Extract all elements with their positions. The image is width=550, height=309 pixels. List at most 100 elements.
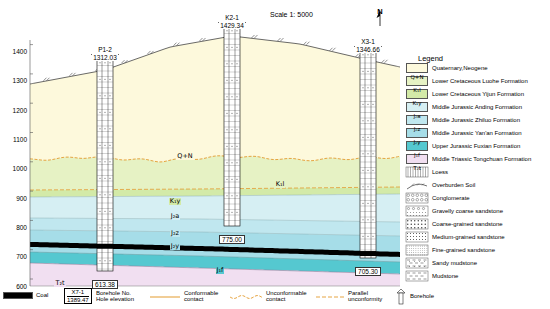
- pattern-dot: [419, 266, 421, 268]
- surface-mark: [122, 60, 125, 63]
- borehole-column: [224, 23, 240, 226]
- pattern-dash: [424, 260, 427, 261]
- pattern-ring: [425, 198, 428, 201]
- formation-code: J₂a: [170, 213, 181, 220]
- axis-tick: [30, 103, 33, 104]
- lithology-dot: [368, 153, 369, 154]
- lithology-dot: [227, 195, 228, 196]
- pattern-dot: [411, 224, 412, 225]
- pattern-dot: [408, 250, 410, 252]
- lithology-line: [224, 116, 240, 117]
- lithology-dot: [100, 79, 101, 80]
- pattern-dot: [422, 233, 423, 234]
- lithology-dot: [105, 128, 106, 129]
- label-slot: Scale 1: 5000: [270, 3, 313, 21]
- legend-swatch: [3, 292, 33, 299]
- text-slot: 1429.34: [206, 14, 258, 32]
- hole-bottom-elevation: 705.30: [355, 267, 381, 276]
- lithology-line: [360, 151, 376, 152]
- legend-text: Middle Jurassic Yan'an Formation: [432, 130, 522, 137]
- lithology-line: [360, 244, 376, 245]
- stratum-boundary: [30, 156, 400, 162]
- lithology-line: [360, 228, 376, 229]
- lithology-dot: [373, 137, 374, 138]
- parallel-sample: [316, 297, 344, 298]
- hole-elevation: 1389.47: [67, 296, 89, 304]
- lithology-dot: [100, 112, 101, 113]
- legend-slot: Lower Cretaceous Luohe Formation: [432, 78, 528, 85]
- pattern-dot: [421, 224, 422, 225]
- lithology-line: [224, 171, 240, 172]
- label-slot: J₂y: [406, 130, 428, 148]
- loess-line: [425, 167, 426, 177]
- pattern-dot: [425, 233, 426, 234]
- lithology-line: [97, 170, 113, 171]
- lithology-line: [360, 68, 376, 69]
- pattern-dot: [422, 236, 423, 237]
- lithology-line: [360, 63, 376, 64]
- borehole: K2-11429.34775.00: [206, 6, 258, 237]
- lithology-dot: [100, 95, 101, 96]
- lithology-dot: [100, 161, 101, 162]
- lithology-dot: [363, 87, 364, 88]
- lithology-dot: [373, 153, 374, 154]
- borehole-number: K2-1: [224, 14, 240, 21]
- lithology-line: [224, 66, 240, 67]
- lithology-dot: [105, 95, 106, 96]
- lithology-dot: [373, 219, 374, 220]
- pattern-dash: [415, 263, 418, 264]
- lithology-dot: [227, 129, 228, 130]
- pattern-ring: [425, 194, 428, 197]
- lithology-line: [97, 109, 113, 110]
- borehole-inner-line: [235, 23, 236, 226]
- pattern-dot: [424, 266, 426, 268]
- lithology-dot: [232, 30, 233, 31]
- legend-slot: Lower Cretaceous Yijun Formation: [432, 91, 524, 98]
- pattern-frame: [406, 193, 428, 203]
- borehole-symbol: [397, 289, 405, 293]
- surface-mark: [177, 43, 180, 46]
- legend-slot: Borehole No. Hole elevation: [96, 290, 144, 303]
- surface-mark: [200, 38, 203, 41]
- legend-samples: [150, 167, 428, 304]
- pattern-ring: [407, 198, 410, 201]
- lithology-dot: [363, 236, 364, 237]
- legend-text: Loess: [432, 169, 448, 176]
- lithology-dot: [232, 129, 233, 130]
- stratum-boundary: [30, 252, 400, 262]
- lithology-dot: [100, 194, 101, 195]
- pattern-dash: [413, 266, 416, 267]
- lithology-dot: [105, 211, 106, 212]
- soil-mark: [417, 184, 419, 186]
- lithology-dot: [105, 145, 106, 146]
- legend-formation-code: K₁y: [412, 100, 421, 106]
- lithology-line: [97, 82, 113, 83]
- lithology-line: [97, 98, 113, 99]
- axis-tick: [30, 161, 33, 162]
- surface-mark: [304, 42, 307, 45]
- lithology-dot: [110, 227, 111, 228]
- pattern-dash: [407, 279, 410, 280]
- lithology-line: [360, 85, 376, 86]
- scale-note: Scale 1: 5000: [270, 11, 313, 19]
- pattern-dot: [415, 250, 417, 252]
- elevation-tick-label: 1100: [13, 136, 27, 143]
- lithology-line: [97, 203, 113, 204]
- lithology-dot: [105, 194, 106, 195]
- pattern-dot: [424, 252, 426, 254]
- lithology-line: [97, 126, 113, 127]
- pattern-dot: [425, 212, 427, 214]
- lithology-line: [360, 145, 376, 146]
- lithology-line: [97, 230, 113, 231]
- lithology-dot: [363, 203, 364, 204]
- lithology-dot: [227, 80, 228, 81]
- lithology-line: [97, 65, 113, 66]
- pattern-dot: [419, 252, 421, 254]
- pattern-dot: [419, 236, 420, 237]
- lithology-dot: [232, 96, 233, 97]
- lithology-dot: [227, 63, 228, 64]
- pattern-frame: [406, 232, 428, 242]
- lithology-dot: [105, 227, 106, 228]
- elevation-tick-label: 1400: [13, 48, 27, 55]
- legend-slot: Sandy mudstone: [432, 260, 477, 267]
